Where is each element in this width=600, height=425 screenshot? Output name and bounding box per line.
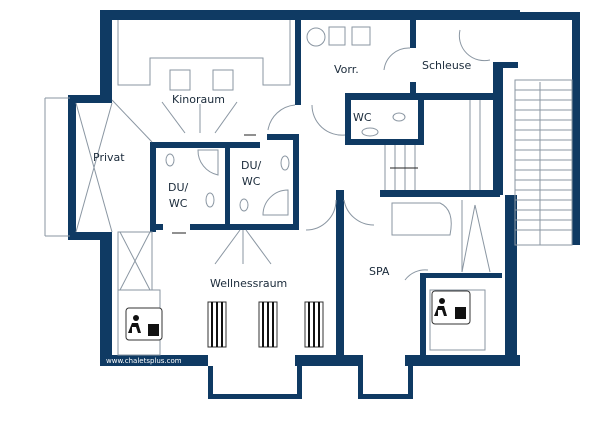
walls <box>68 10 580 399</box>
room-label-schleuse: Schleuse <box>422 59 472 72</box>
room-label-wellnessraum: Wellnessraum <box>210 277 288 290</box>
room-label-duwc-1: DU/WC <box>168 180 188 212</box>
lounger-icon <box>207 301 227 348</box>
room-label-wc: WC <box>353 111 372 124</box>
label-line: DU/ <box>168 181 189 194</box>
label-line: WC <box>168 197 188 210</box>
label-line: WC <box>241 175 261 188</box>
stair-treads <box>515 89 572 231</box>
room-label-vorraum: Vorr. <box>334 63 359 76</box>
room-label-privat: Privat <box>93 151 125 164</box>
room-label-spa: SPA <box>369 265 390 278</box>
room-label-duwc-2: DU/WC <box>241 158 261 190</box>
arrows <box>172 134 418 234</box>
staircase <box>514 79 573 246</box>
lounger-icon <box>304 301 324 348</box>
room-label-kinoraum: Kinoraum <box>172 93 225 106</box>
watermark-url: www.chaletsplus.com <box>106 357 182 365</box>
sauna-icon <box>431 290 471 325</box>
lounger-icon <box>258 301 278 348</box>
sauna-icon <box>125 307 163 341</box>
label-line: DU/ <box>241 159 262 172</box>
